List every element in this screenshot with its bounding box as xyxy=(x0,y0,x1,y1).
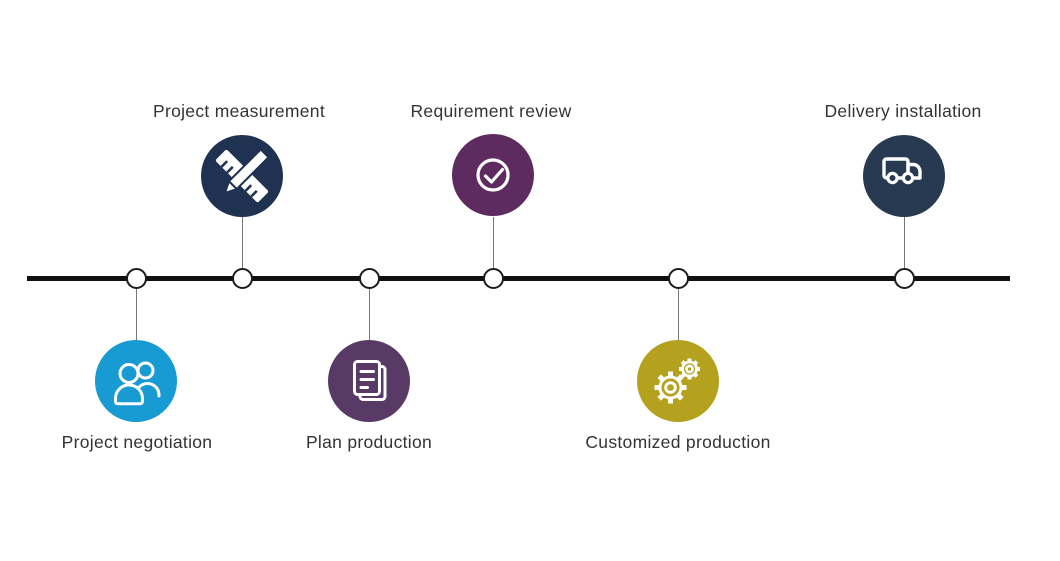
step-label-project-negotiation: Project negotiation xyxy=(61,432,213,452)
timeline-node xyxy=(125,268,147,289)
connector-line xyxy=(368,289,370,340)
step-label-customized-production: Customized production xyxy=(585,432,771,452)
step-badge-project-negotiation xyxy=(95,340,177,422)
documents-icon xyxy=(353,360,387,401)
step-badge-customized-production xyxy=(637,340,719,422)
truck-icon xyxy=(882,157,922,185)
step-badge-project-measurement xyxy=(201,135,283,217)
timeline-node xyxy=(893,268,915,289)
connector-line xyxy=(241,217,243,268)
ruler-pencil-icon xyxy=(215,148,270,203)
connector-line xyxy=(677,289,679,340)
timeline-node xyxy=(482,268,504,289)
connector-line xyxy=(135,289,137,340)
timeline-node xyxy=(667,268,689,289)
people-icon xyxy=(114,361,161,406)
step-badge-plan-production xyxy=(328,340,410,422)
timeline-axis xyxy=(27,276,1010,281)
step-label-delivery-installation: Delivery installation xyxy=(824,101,982,121)
connector-line xyxy=(492,217,494,268)
timeline-node xyxy=(358,268,380,289)
step-badge-delivery-installation xyxy=(863,135,945,217)
check-circle-icon xyxy=(476,158,510,192)
step-label-plan-production: Plan production xyxy=(305,432,433,452)
connector-line xyxy=(903,217,905,268)
step-label-project-measurement: Project measurement xyxy=(152,101,326,121)
step-badge-requirement-review xyxy=(452,134,534,216)
timeline-node xyxy=(231,268,253,289)
step-label-requirement-review: Requirement review xyxy=(410,101,572,121)
gears-icon xyxy=(654,358,700,404)
